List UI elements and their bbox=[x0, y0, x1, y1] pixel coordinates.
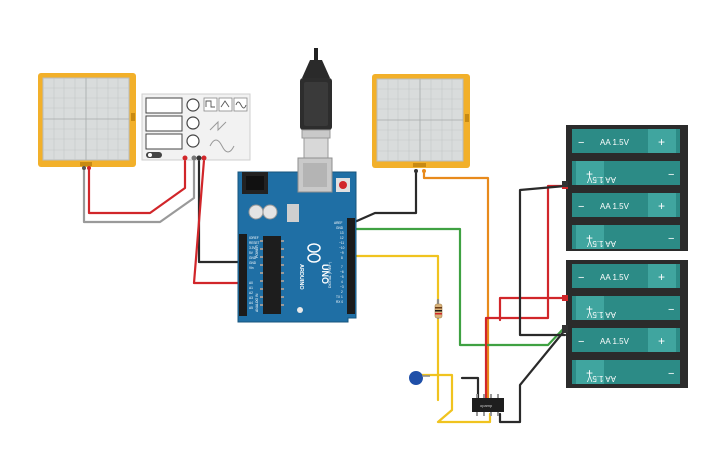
pin-label-right-5: ~10 bbox=[339, 246, 345, 250]
cell-1-plus: + bbox=[658, 135, 665, 149]
pin-label-right-14: TX 1 bbox=[336, 295, 343, 299]
pin-label-right-15: RX 0 bbox=[336, 300, 343, 304]
pin-label-right-2: 13 bbox=[340, 231, 344, 235]
digital-header-label: DIGITAL (PWM~) bbox=[328, 262, 332, 288]
battery-pack-top[interactable]: − AA 1.5V + + AA 1.5V − − AA 1.5V + + AA… bbox=[562, 125, 688, 251]
arduino-logo bbox=[307, 243, 321, 263]
wire-black-opamp[interactable] bbox=[460, 376, 480, 400]
wire-gray-scope1[interactable] bbox=[82, 158, 196, 224]
cell-8-plus: + bbox=[586, 366, 593, 380]
cell-6-minus: − bbox=[668, 304, 674, 316]
opamp-chip[interactable]: opamp bbox=[472, 394, 504, 416]
cell-7-plus: + bbox=[658, 334, 665, 348]
analog-header-label: ANALOG IN bbox=[255, 293, 259, 312]
cell-3-plus: + bbox=[658, 199, 665, 213]
battery-cell-4: + AA 1.5V − bbox=[572, 225, 680, 249]
wire-green[interactable] bbox=[348, 227, 567, 347]
wire-red-gen-arduino[interactable] bbox=[192, 158, 248, 285]
arduino-uno-board[interactable]: ARDUINO UNO IOREF RESET 3.3V 5V GND GND … bbox=[237, 157, 357, 323]
battery-cell-7: − AA 1.5V + bbox=[572, 328, 680, 352]
pin-label-right-1: GND bbox=[336, 226, 344, 230]
resistor[interactable] bbox=[434, 303, 443, 319]
battery-pack-bottom[interactable]: − AA 1.5V + + AA 1.5V − − AA 1.5V + + AA… bbox=[562, 260, 688, 388]
cell-8-minus: − bbox=[668, 368, 674, 380]
wire-black-gen-arduino[interactable] bbox=[197, 158, 248, 264]
pin-label-right-11: 4 bbox=[341, 280, 343, 284]
pin-label-left-10: A3 bbox=[249, 296, 253, 300]
cell-2-label: AA 1.5V bbox=[586, 175, 616, 184]
wires bbox=[82, 158, 567, 424]
pin-label-right-13: 2 bbox=[341, 290, 343, 294]
power-header-label: POWER bbox=[255, 245, 259, 258]
cell-6-label: AA 1.5V bbox=[586, 310, 616, 319]
wire-black-battery-1[interactable] bbox=[518, 184, 567, 337]
cell-8-label: AA 1.5V bbox=[586, 374, 616, 383]
cell-6-plus: + bbox=[586, 302, 593, 316]
arduino-brand-label: ARDUINO bbox=[298, 264, 304, 290]
pin-label-right-0: AREF bbox=[334, 221, 343, 225]
cell-5-plus: + bbox=[658, 270, 665, 284]
battery-cell-8: + AA 1.5V − bbox=[572, 360, 680, 384]
wire-black-battery-2[interactable] bbox=[498, 328, 567, 424]
wire-yellow[interactable] bbox=[348, 254, 440, 392]
battery-cell-2: + AA 1.5V − bbox=[572, 161, 680, 185]
pin-label-right-10: ~5 bbox=[340, 275, 344, 279]
pin-label-right-8: 7 bbox=[341, 265, 343, 269]
pin-label-right-12: ~3 bbox=[340, 285, 344, 289]
oscilloscope-left[interactable] bbox=[38, 73, 136, 170]
cell-3-label: AA 1.5V bbox=[600, 202, 630, 211]
cell-1-minus: − bbox=[578, 137, 584, 149]
cell-4-minus: − bbox=[668, 233, 674, 245]
battery-cell-6: + AA 1.5V − bbox=[572, 296, 680, 320]
cell-2-plus: + bbox=[586, 167, 593, 181]
wire-orange-scope2[interactable] bbox=[422, 170, 490, 402]
wire-red-battery-2[interactable] bbox=[498, 296, 567, 322]
wire-black-scope2[interactable] bbox=[348, 170, 418, 226]
pin-label-left-0: IOREF bbox=[249, 236, 259, 240]
cell-5-label: AA 1.5V bbox=[600, 273, 630, 282]
pin-label-left-9: A2 bbox=[249, 291, 253, 295]
pin-label-right-3: 12 bbox=[340, 236, 344, 240]
usb-cable[interactable] bbox=[300, 48, 332, 159]
opamp-label: opamp bbox=[480, 403, 493, 408]
function-generator[interactable] bbox=[141, 93, 251, 161]
pin-label-left-3: 5V bbox=[249, 251, 254, 255]
cell-5-minus: − bbox=[578, 272, 584, 284]
pin-label-left-11: A4 bbox=[249, 301, 253, 305]
wire-red-battery-1[interactable] bbox=[484, 184, 564, 400]
pin-label-left-7: A0 bbox=[249, 281, 253, 285]
pin-label-left-12: A5 bbox=[249, 306, 253, 310]
pin-label-right-6: ~9 bbox=[340, 251, 344, 255]
cell-2-minus: − bbox=[668, 169, 674, 181]
pin-label-left-8: A1 bbox=[249, 286, 253, 290]
battery-cell-5: − AA 1.5V + bbox=[572, 264, 680, 288]
battery-cell-3: − AA 1.5V + bbox=[572, 193, 680, 217]
oscilloscope-right[interactable] bbox=[372, 74, 470, 173]
pin-label-left-1: RESET bbox=[249, 241, 260, 245]
pin-label-left-5: GND bbox=[249, 261, 257, 265]
capacitor[interactable] bbox=[409, 371, 430, 385]
cell-3-minus: − bbox=[578, 201, 584, 213]
cell-4-label: AA 1.5V bbox=[586, 239, 616, 248]
pin-label-left-6: Vin bbox=[249, 266, 254, 270]
wire-yellow-2[interactable] bbox=[420, 373, 492, 424]
pin-label-right-7: 8 bbox=[341, 256, 343, 260]
pin-label-right-9: ~6 bbox=[340, 270, 344, 274]
arduino-model-label: UNO bbox=[320, 264, 330, 284]
cell-4-plus: + bbox=[586, 231, 593, 245]
cell-7-minus: − bbox=[578, 336, 584, 348]
battery-cell-1: − AA 1.5V + bbox=[572, 129, 680, 153]
cell-7-label: AA 1.5V bbox=[600, 337, 630, 346]
cell-1-label: AA 1.5V bbox=[600, 138, 630, 147]
pin-label-left-2: 3.3V bbox=[249, 246, 256, 250]
pin-label-left-4: GND bbox=[249, 256, 257, 260]
pin-label-right-4: ~11 bbox=[339, 241, 344, 245]
wire-red-scope1[interactable] bbox=[87, 158, 187, 215]
